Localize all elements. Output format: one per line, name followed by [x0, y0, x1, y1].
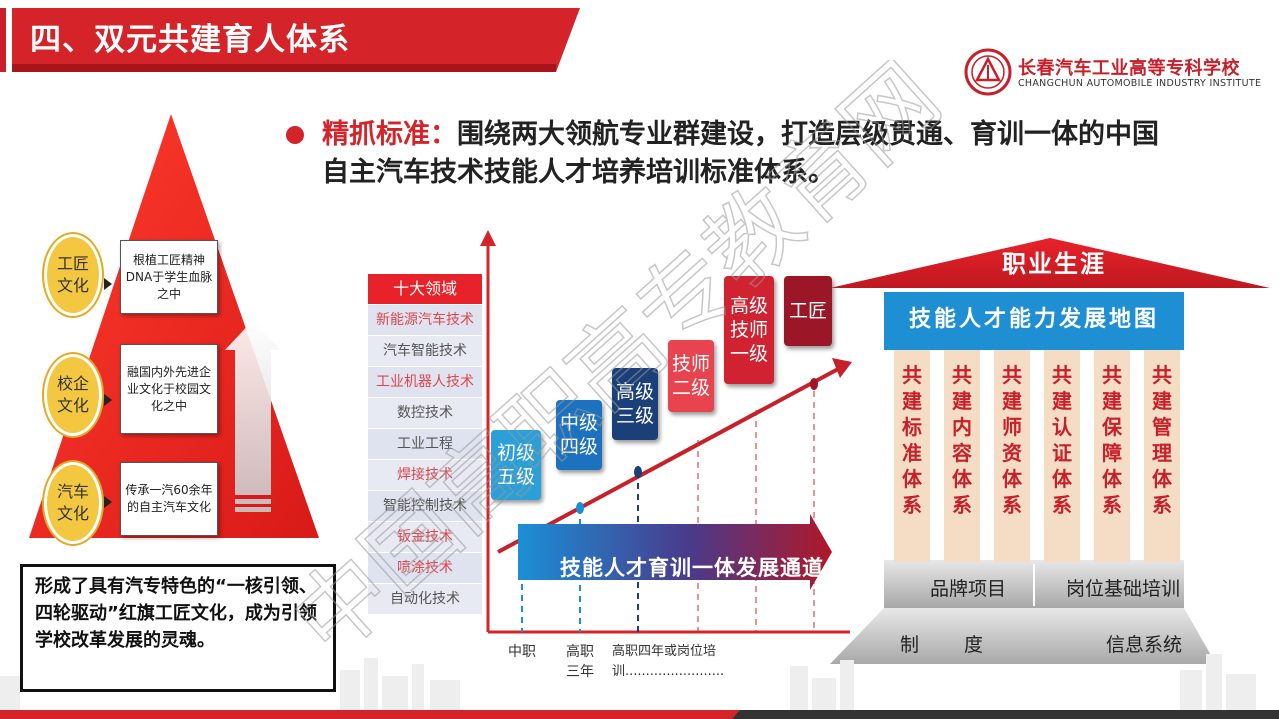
domain-item: 钣金技术 [368, 522, 482, 553]
x-label-secondary: 中职 [508, 644, 536, 660]
school-name-en: CHANGCHUN AUTOMOBILE INDUSTRY INSTITUTE [1018, 78, 1262, 89]
school-name-cn: 长春汽车工业高等专科学校 [1018, 58, 1240, 79]
footer-bar [0, 710, 1279, 719]
level-box-senior-technician: 高级 技师 一级 [724, 276, 774, 384]
culture-circle-auto: 汽车 文化 [44, 462, 102, 544]
level-box-senior: 高级 三级 [612, 368, 658, 440]
header-bar [0, 8, 580, 72]
page-title: 四、双元共建育人体系 [30, 22, 350, 58]
domain-list: 十大领域 新能源汽车技术 汽车智能技术 工业机器人技术 数控技术 工业工程 焊接… [368, 274, 482, 615]
base-brand-project: 品牌项目 [930, 578, 1007, 600]
domain-item: 汽车智能技术 [368, 336, 482, 367]
roof-title: 职业生涯 [1002, 250, 1106, 278]
bullet-dot-icon [286, 126, 304, 144]
culture-box-enterprise: 融国内外先进企业文化于校园文化之中 [120, 344, 218, 434]
culture-box-craftsman: 根植工匠精神DNA于学生血脉之中 [120, 240, 218, 314]
domain-item: 焊接技术 [368, 460, 482, 491]
domain-item: 数控技术 [368, 398, 482, 429]
domain-item: 新能源汽车技术 [368, 305, 482, 336]
domain-header: 十大领域 [368, 274, 482, 305]
circle-label: 汽车 文化 [56, 482, 89, 523]
domain-item: 自动化技术 [368, 584, 482, 615]
circle-label: 校企 文化 [56, 374, 89, 415]
bullet-paragraph: 精抓标准：围绕两大领航专业群建设，打造层级贯通、育训一体的中国自主汽车技术技能人… [322, 116, 1172, 192]
arrow-right-icon [104, 278, 112, 290]
circle-label: 工匠 文化 [56, 254, 89, 295]
foundation-system-2: 度 [964, 634, 984, 656]
ability-map-title: 技能人才能力发展地图 [884, 292, 1184, 348]
pillar-management: 共建管理体系 [1144, 350, 1180, 562]
arrow-right-icon [104, 496, 112, 508]
school-logo-icon [964, 48, 1012, 96]
pillar-certification: 共建认证体系 [1044, 350, 1080, 562]
level-box-craftsman: 工匠 [784, 276, 832, 346]
culture-circle-craftsman: 工匠 文化 [44, 234, 102, 316]
development-chart [480, 230, 852, 634]
channel-label: 技能人才育训一体发展通道 [560, 556, 824, 580]
culture-circle-enterprise: 校企 文化 [44, 354, 102, 436]
culture-summary: 形成了具有汽专特色的“一核引领、四轮驱动”红旗工匠文化，成为引领学校改革发展的灵… [20, 564, 336, 692]
base-basic-training: 岗位基础培训 [1066, 578, 1181, 600]
domain-item: 喷涂技术 [368, 553, 482, 584]
domain-item: 工业工程 [368, 429, 482, 460]
level-box-junior: 初级 五级 [491, 430, 541, 500]
pillar-content: 共建内容体系 [944, 350, 980, 562]
pillar-teacher: 共建师资体系 [994, 350, 1030, 562]
domain-item: 智能控制技术 [368, 491, 482, 522]
pillar-guarantee: 共建保障体系 [1094, 350, 1130, 562]
culture-box-auto: 传承一汽60余年的自主汽车文化 [120, 462, 218, 536]
domain-item: 工业机器人技术 [368, 367, 482, 398]
arrow-right-icon [104, 394, 112, 406]
pillar-standard: 共建标准体系 [894, 350, 930, 562]
culture-pyramid [29, 114, 319, 538]
foundation-system-1: 制 [900, 634, 920, 656]
x-label-training: 高职四年或岗位培训........................ [612, 644, 725, 679]
foundation-info-system: 信息系统 [1106, 634, 1183, 656]
x-label-higher: 高职 三年 [566, 644, 594, 680]
bullet-key: 精抓标准： [322, 119, 457, 150]
bullet-body: 围绕两大领航专业群建设，打造层级贯通、育训一体的中国自主汽车技术技能人才培养培训… [322, 119, 1159, 188]
level-box-technician: 技师 二级 [668, 340, 714, 412]
city-skyline [0, 654, 1256, 712]
level-box-intermediate: 中级 四级 [556, 400, 602, 470]
